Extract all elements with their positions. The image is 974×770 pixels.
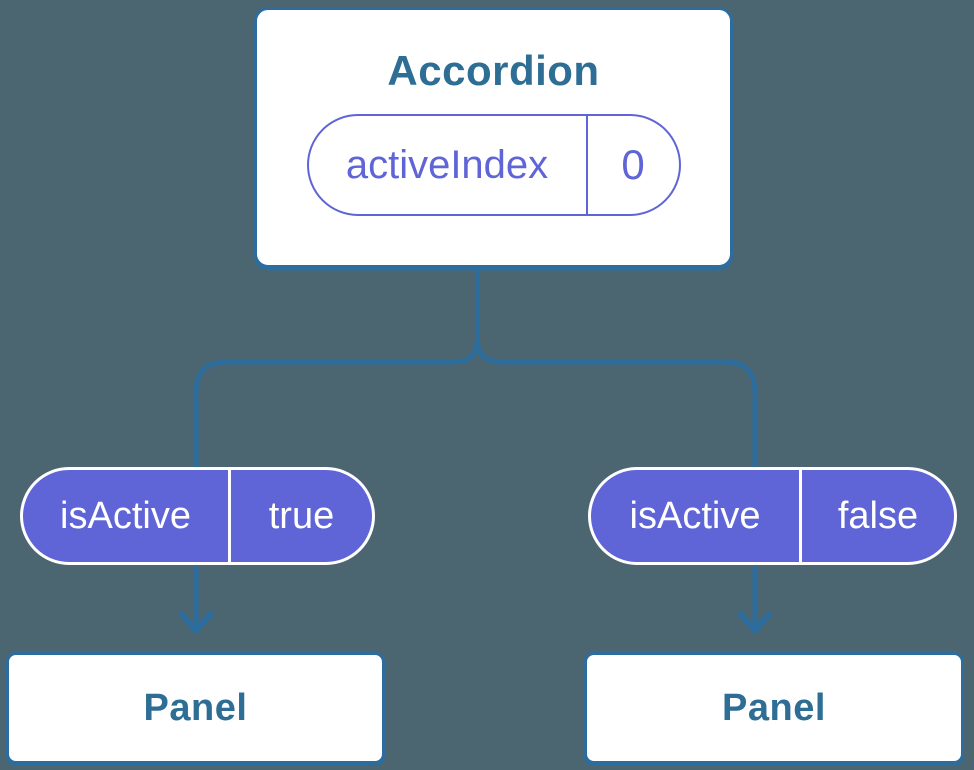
left-branch-line [193,337,480,626]
component-title: Panel [143,686,248,729]
arrow-down-icon [737,611,773,634]
state-value: 0 [621,141,645,189]
state-pill: activeIndex 0 [306,114,681,217]
prop-pill-isactive-true: isActive true [20,467,375,565]
prop-name: isActive [23,470,231,562]
prop-value: false [837,494,919,537]
prop-value: true [268,494,335,537]
prop-pill-isactive-false: isActive false [588,467,957,565]
component-title: Panel [722,686,826,729]
prop-name: isActive [591,470,802,562]
accordion-component-node: Accordion activeIndex 0 [254,7,733,268]
panel-component-node-left: Panel [6,652,385,764]
right-branch-line [475,337,758,626]
arrow-down-icon [178,611,214,634]
component-title: Accordion [387,47,600,94]
panel-component-node-right: Panel [584,652,964,764]
state-name: activeIndex [309,116,588,215]
